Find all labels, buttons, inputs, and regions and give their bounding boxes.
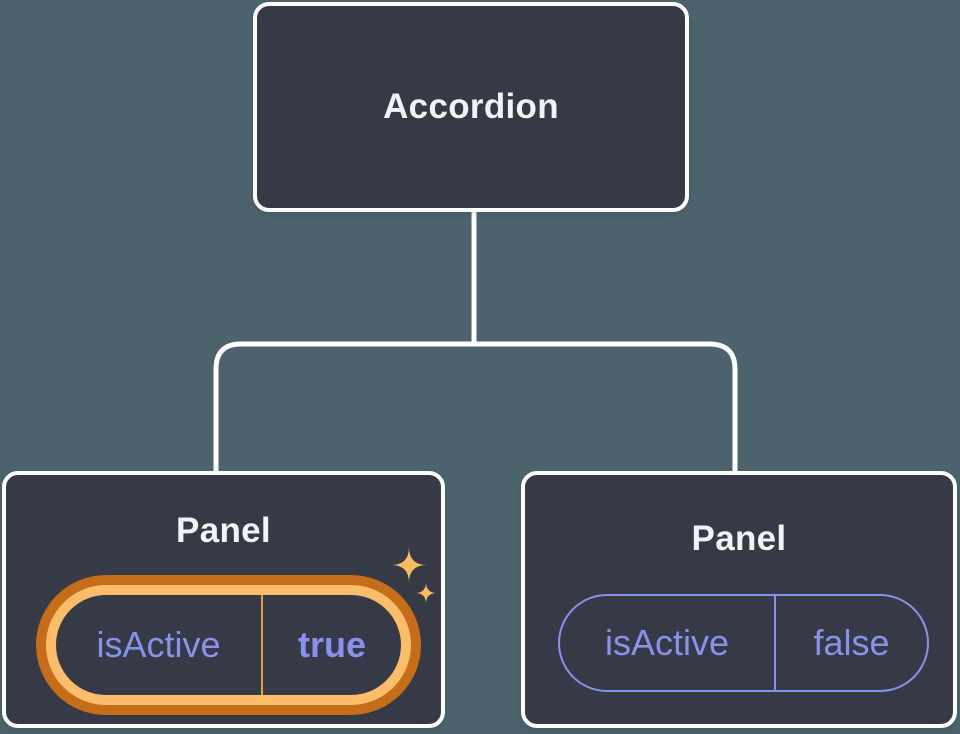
state-prop-name: isActive — [604, 622, 730, 663]
pill-divider — [261, 595, 263, 695]
node-panel-active-label: Panel — [176, 511, 271, 550]
node-panel-active: Panel isActive true — [2, 471, 445, 728]
pill-divider — [774, 596, 776, 690]
state-prop-value: false — [813, 622, 890, 663]
connector-branch — [213, 341, 738, 474]
node-panel-inactive: Panel isActive false — [521, 471, 957, 728]
state-pill-active: isActive true — [46, 585, 411, 705]
state-pill-inactive: isActive false — [558, 594, 929, 692]
node-accordion-label: Accordion — [383, 87, 559, 126]
state-prop-value: true — [297, 624, 366, 665]
sparkle-small-icon — [415, 582, 437, 604]
sparkle-icon — [391, 547, 437, 604]
sparkle-large-icon — [391, 547, 427, 583]
node-panel-inactive-label: Panel — [691, 519, 787, 558]
state-prop-name: isActive — [96, 624, 221, 665]
node-accordion: Accordion — [253, 2, 689, 212]
